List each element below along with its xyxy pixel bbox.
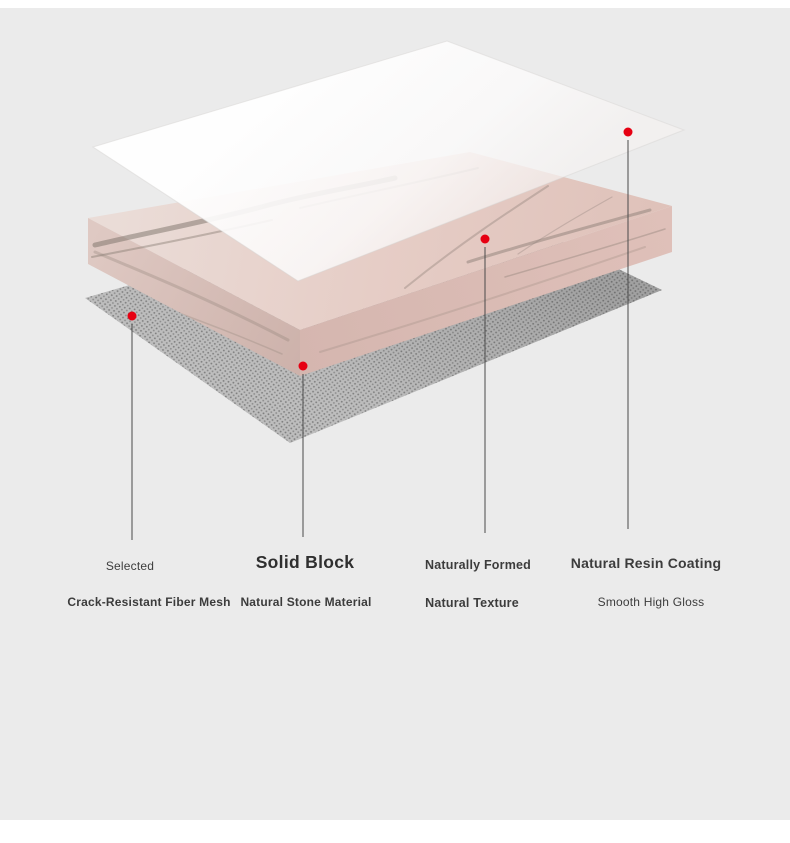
marble-left-face [88, 218, 300, 376]
resin-coating-layer [91, 40, 686, 282]
marker-dot-texture [480, 234, 490, 244]
label-texture-line1: Naturally Formed [424, 558, 532, 572]
top-white-band [0, 0, 790, 8]
bottom-white-band [0, 820, 790, 843]
label-resin-line1: Natural Resin Coating [570, 555, 722, 571]
marble-right-face [300, 206, 672, 376]
label-resin-line2: Smooth High Gloss [597, 595, 705, 609]
callout-markers [127, 127, 633, 371]
leader-lines [131, 140, 629, 540]
marker-dot-resin [623, 127, 633, 137]
resin-sheet-shape [91, 40, 686, 282]
label-fiber-mesh-line1: Selected [105, 559, 155, 573]
label-solid-block-line1: Solid Block [255, 552, 355, 572]
label-fiber-mesh-line2: Crack-Resistant Fiber Mesh [67, 595, 231, 609]
marker-dot-solid-block [298, 361, 308, 371]
marker-dot-fiber-mesh [127, 311, 137, 321]
label-texture-line2: Natural Texture [425, 596, 519, 610]
label-solid-block-line2: Natural Stone Material [240, 595, 372, 609]
